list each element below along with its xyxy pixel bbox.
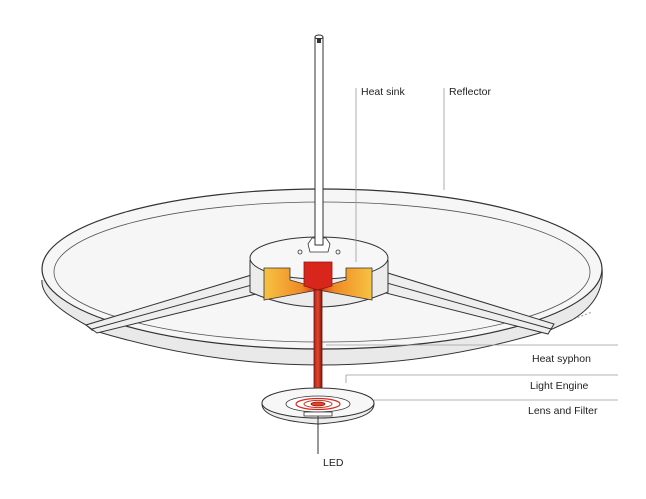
leader-lines (326, 88, 618, 401)
label-heat-sink: Heat sink (361, 86, 405, 98)
light-engine (261, 387, 375, 425)
label-led: LED (323, 457, 344, 469)
label-reflector: Reflector (449, 86, 492, 98)
label-light-engine: Light Engine (530, 380, 589, 392)
top-rod (314, 34, 324, 246)
label-lens-and-filter: Lens and Filter (528, 405, 598, 417)
label-heat-syphon: Heat syphon (532, 353, 591, 365)
heat-syphon (313, 289, 323, 401)
